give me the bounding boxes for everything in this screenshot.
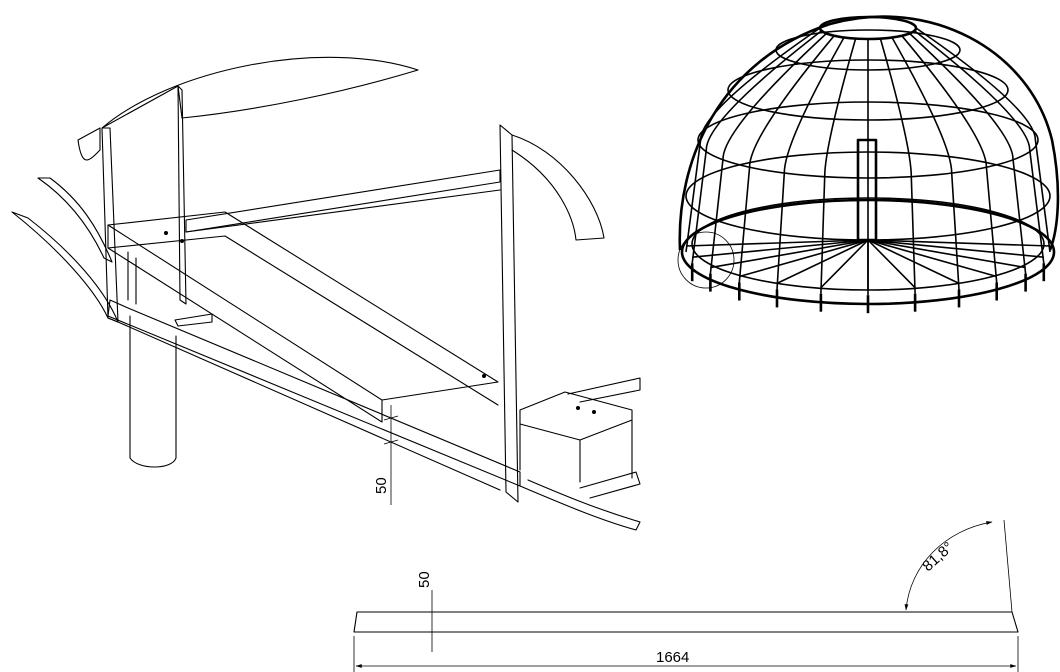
detail-dim-tick-top [383,415,399,421]
main-beam-front [107,224,383,423]
dome-legs [690,263,1046,314]
dome-floor-spoke [867,239,960,285]
bolt-hole [164,231,168,235]
dome-floor-spoke [820,239,869,289]
bolt-hole [576,406,580,410]
back-rail-edge [185,189,501,233]
lower-flange [107,299,521,487]
dome-rib [820,38,857,294]
dome-floor-spoke [867,239,1026,269]
angle-arc [904,521,993,611]
left-bracket [127,251,137,305]
bolt-hole [180,239,184,243]
right-ring-lower [579,471,641,499]
angle-ext-line [1003,519,1013,613]
support-column [129,315,177,468]
dome-isometric-view [677,15,1060,314]
left-ring-arc-outer [11,211,119,323]
dome-floor-spoke [867,239,1051,247]
dome-floor-spoke [867,239,1044,258]
dome-ribs [685,27,1051,296]
main-beam-bottom-edge [107,235,499,406]
right-vertical-plate [499,124,519,503]
detail-dimension-50: 50 [373,477,390,494]
dome-rib [909,32,1027,274]
right-lower-plate [519,391,633,441]
dome-floor-spoke [739,239,869,278]
left-ring-arc-top [77,127,101,161]
bar-outline [353,611,1019,633]
right-lower-plate-front [519,419,633,483]
dome-rib [738,35,835,283]
left-ring-arc-inner [37,177,113,263]
main-beam-top [107,211,499,401]
angle-dimension: 81,8° [919,539,957,575]
thickness-dimension-50: 50 [416,571,433,588]
dome-rib [776,37,845,290]
dome-floor-spoke [867,239,997,278]
dome-rib [901,35,998,283]
back-rail [185,169,501,233]
right-lower-curve [519,479,641,531]
dome-floor-spoke [710,239,869,269]
dome-outline [678,15,1060,251]
dome-rib [709,32,827,274]
right-ring-rail [567,377,641,403]
length-dimension-1664: 1664 [656,649,689,666]
dome-crown-ring [818,15,918,41]
dome-floor-spoke [685,239,869,247]
detail-dim-tick-bottom [383,439,399,445]
top-curved-plate [101,56,419,129]
mid-vertical-plate [177,85,187,305]
dome-rib [915,27,1051,253]
bar-elevation-view: 50 1664 81,8° [353,519,1019,672]
dome-rib [691,30,823,264]
detail-callout-circle [677,231,735,289]
dome-floor-spoke [867,239,916,289]
dome-rib [891,37,960,290]
small-tab [174,313,213,327]
bolt-hole [592,410,596,414]
dome-rib [913,30,1045,264]
dome-rib [879,38,916,294]
lower-flange-edge [117,321,501,491]
detail-isometric-view: 50 [11,56,641,531]
right-curved-fin [511,134,605,241]
dome-central-column [856,138,878,242]
bolt-hole [482,374,486,378]
dome-rib [685,27,821,253]
